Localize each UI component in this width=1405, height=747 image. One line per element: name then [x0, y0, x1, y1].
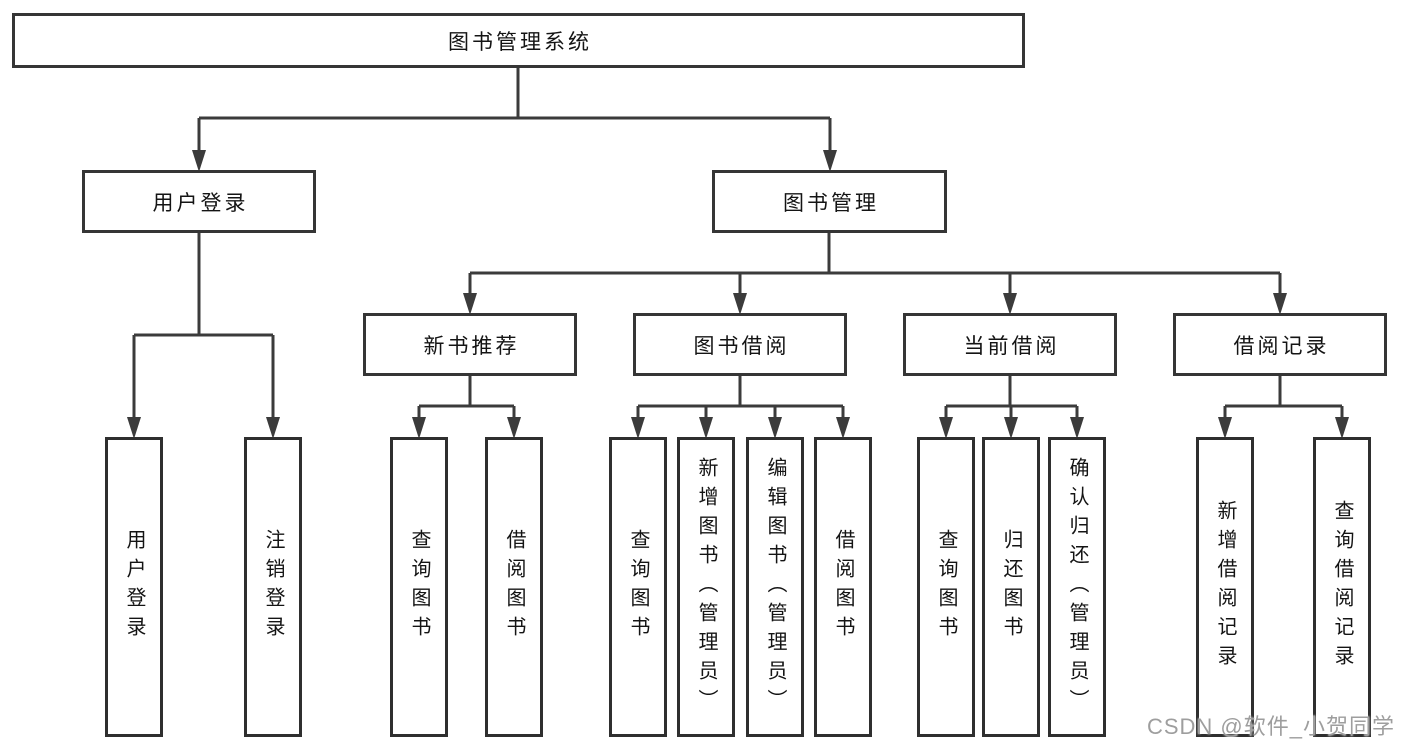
- node-book-borrowing: 图书借阅: [633, 313, 847, 376]
- node-leaf-add-books-admin: 新增图书（管理员）: [677, 437, 735, 737]
- node-label: 新增借阅记录: [1214, 500, 1236, 674]
- node-label: 查询图书: [627, 529, 649, 645]
- node-leaf-query-books-recommend: 查询图书: [390, 437, 448, 737]
- node-label: 用户登录: [152, 191, 249, 215]
- node-label: 归还图书: [1000, 529, 1022, 645]
- node-label: 当前借阅: [963, 334, 1060, 358]
- node-leaf-borrow-books: 借阅图书: [814, 437, 872, 737]
- node-leaf-confirm-return-admin: 确认归还（管理员）: [1048, 437, 1106, 737]
- node-library-management-system: 图书管理系统: [12, 13, 1025, 68]
- node-leaf-add-borrow-record: 新增借阅记录: [1196, 437, 1254, 737]
- node-leaf-borrow-books-recommend: 借阅图书: [485, 437, 543, 737]
- node-book-management: 图书管理: [712, 170, 947, 233]
- node-leaf-return-books: 归还图书: [982, 437, 1040, 737]
- node-current-borrowing: 当前借阅: [903, 313, 1117, 376]
- node-label: 借阅图书: [503, 529, 525, 645]
- node-leaf-edit-books-admin: 编辑图书（管理员）: [746, 437, 804, 737]
- node-label: 图书借阅: [693, 334, 790, 358]
- node-label: 图书管理系统: [448, 30, 592, 54]
- node-label: 图书管理: [783, 191, 879, 215]
- node-leaf-query-books-current: 查询图书: [917, 437, 975, 737]
- node-label: 编辑图书（管理员）: [764, 456, 786, 718]
- node-label: 借阅记录: [1233, 334, 1330, 358]
- node-label: 查询借阅记录: [1331, 500, 1353, 674]
- node-label: 用户登录: [123, 529, 145, 645]
- node-label: 查询图书: [408, 529, 430, 645]
- node-new-book-recommendation: 新书推荐: [363, 313, 577, 376]
- node-label: 注销登录: [262, 529, 284, 645]
- node-label: 新增图书（管理员）: [695, 456, 717, 718]
- node-leaf-query-borrow-record: 查询借阅记录: [1313, 437, 1371, 737]
- node-leaf-query-books-borrowing: 查询图书: [609, 437, 667, 737]
- node-leaf-user-login: 用户登录: [105, 437, 163, 737]
- node-label: 新书推荐: [423, 334, 520, 358]
- node-user-login: 用户登录: [82, 170, 316, 233]
- node-label: 查询图书: [935, 529, 957, 645]
- watermark-text: CSDN @软件_小贺同学: [1146, 714, 1395, 739]
- node-leaf-logout: 注销登录: [244, 437, 302, 737]
- node-borrowing-records: 借阅记录: [1173, 313, 1387, 376]
- node-label: 借阅图书: [832, 529, 854, 645]
- node-label: 确认归还（管理员）: [1066, 456, 1088, 718]
